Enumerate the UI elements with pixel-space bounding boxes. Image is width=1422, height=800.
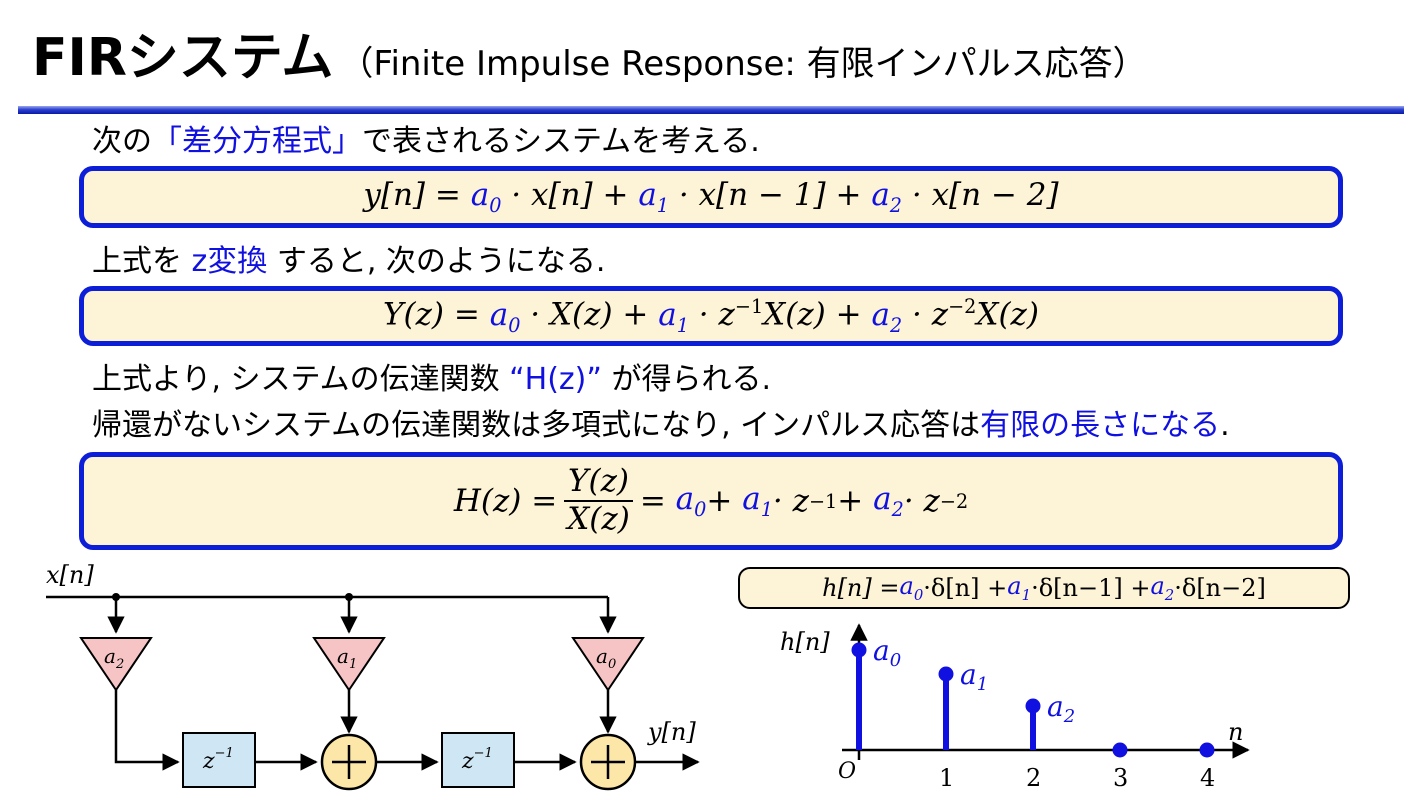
transfer-function-box: H(z) = Y(z)X(z) = a0 + a1 · z−1 + a2 · z… <box>79 452 1343 550</box>
adder-1 <box>320 733 378 791</box>
stem-point-1 <box>938 666 954 682</box>
difference-equation-label: 「差分方程式」 <box>152 124 362 159</box>
svg-text:z−1: z−1 <box>202 746 234 774</box>
transfer-function-symbol: “H(z)” <box>509 362 602 397</box>
stem-label-1: a1 <box>960 658 988 695</box>
svg-text:a2: a2 <box>104 644 124 672</box>
page-title: FIRシステム（Finite Impulse Response: 有限インパルス… <box>32 32 1147 84</box>
title-underline <box>18 106 1404 114</box>
output-signal-label: y[n] <box>647 718 696 746</box>
impulse-response-formula: h[n] = a0·δ[n] + a1·δ[n−1] + a2·δ[n−2] <box>738 567 1350 609</box>
gain-a2: a2 <box>79 637 153 692</box>
fir-block-diagram: x[n] a2 a1 a0 z−1 z−1 <box>46 561 700 791</box>
z-transform-text: 上式を z変換 すると, 次のようになる. <box>92 244 606 279</box>
intro-text: 次の「差分方程式」で表されるシステムを考える. <box>92 124 760 160</box>
transfer-function-equation: H(z) = Y(z)X(z) = a0 + a1 · z−1 + a2 · z… <box>453 463 969 537</box>
difference-equation-box: y[n] = a0 · x[n] + a1 · x[n − 1] + a2 · … <box>79 166 1343 228</box>
difference-equation: y[n] = a0 · x[n] + a1 · x[n − 1] + a2 · … <box>363 176 1059 218</box>
x-tick-label-2: 2 <box>1026 764 1041 792</box>
stem-point-2 <box>1025 698 1041 714</box>
input-signal-label: x[n] <box>46 561 94 589</box>
delay-block-1: z−1 <box>182 732 256 788</box>
stem-point-4 <box>1199 742 1215 758</box>
svg-text:a0: a0 <box>596 644 616 672</box>
finite-length-label: 有限の長さになる <box>980 408 1221 443</box>
x-tick-label-4: 4 <box>1200 764 1215 792</box>
svg-text:a1: a1 <box>337 644 357 672</box>
y-axis-label: h[n] <box>780 628 830 656</box>
gain-a1: a1 <box>312 637 386 692</box>
stem-point-3 <box>1112 742 1128 758</box>
stem-label-0: a0 <box>873 634 901 671</box>
gain-a0: a0 <box>571 637 645 692</box>
stem-label-2: a2 <box>1047 690 1075 727</box>
z-transform-equation-box: Y(z) = a0 · X(z) + a1 · z−1X(z) + a2 · z… <box>79 286 1343 346</box>
z-transform-label: z変換 <box>191 244 268 279</box>
delay-block-2: z−1 <box>441 732 515 788</box>
transfer-function-text: 上式より, システムの伝達関数 “H(z)” が得られる. <box>92 362 771 397</box>
stem-point-0 <box>851 642 867 658</box>
adder-2 <box>579 733 637 791</box>
title-subtitle: （Finite Impulse Response: 有限インパルス応答） <box>339 44 1147 84</box>
x-tick-label-1: 1 <box>939 764 954 792</box>
z-transform-equation: Y(z) = a0 · X(z) + a1 · z−1X(z) + a2 · z… <box>383 295 1039 337</box>
origin-label: O <box>838 759 856 784</box>
intro-pre: 次の <box>92 124 152 159</box>
fir-explanation-text: 帰還がないシステムの伝達関数は多項式になり, インパルス応答は有限の長さになる. <box>92 408 1230 443</box>
svg-text:z−1: z−1 <box>461 746 493 774</box>
impulse-response-plot: h[n] n O a0 1 a1 2 a2 3 4 <box>780 623 1250 792</box>
title-main: FIRシステム <box>32 28 334 88</box>
x-axis-label: n <box>1228 718 1243 746</box>
intro-post: で表されるシステムを考える. <box>362 124 760 159</box>
x-tick-label-3: 3 <box>1113 764 1128 792</box>
